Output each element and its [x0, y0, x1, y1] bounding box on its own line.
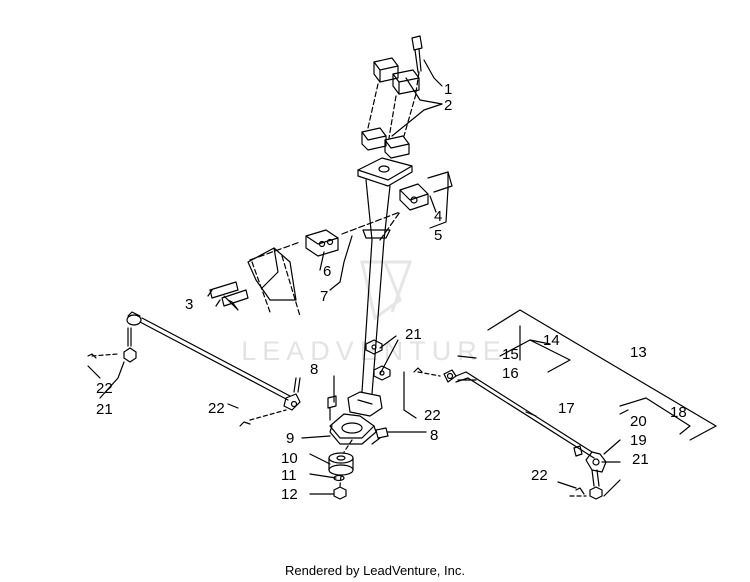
- part-upper-clamps: [361, 57, 420, 159]
- callout-21-left: 21: [96, 401, 113, 418]
- part-steering-column: [347, 157, 413, 417]
- callout-13: 13: [630, 344, 647, 361]
- callout-15: 15: [502, 346, 519, 363]
- part-cotter-pins-left: [87, 353, 251, 427]
- callout-21-right: 21: [632, 451, 649, 468]
- callout-19: 19: [630, 432, 647, 449]
- callout-6: 6: [323, 263, 331, 280]
- leader-lines: [87, 59, 621, 497]
- part-left-clamp: [305, 229, 339, 257]
- callout-4: 4: [434, 208, 442, 225]
- part-right-bracket: [399, 171, 453, 211]
- callout-20: 20: [630, 413, 647, 430]
- callout-labels: 1 2 3 4 5 6 7 8 8 9 10 11 12 13 14 15 16…: [96, 81, 687, 503]
- leader-dashes-bracket: [251, 255, 301, 317]
- watermark-logo-icon: [360, 260, 413, 321]
- part-bolt-top: [411, 35, 423, 73]
- callout-22-left: 22: [96, 380, 113, 397]
- callout-2: 2: [444, 97, 452, 114]
- callout-16: 16: [502, 365, 519, 382]
- callout-17: 17: [558, 400, 575, 417]
- callout-8-upper: 8: [310, 361, 318, 378]
- callout-3: 3: [185, 296, 193, 313]
- part-cotter-pins-right: [413, 367, 423, 373]
- callout-8-lower: 8: [430, 427, 438, 444]
- callout-9: 9: [286, 430, 294, 447]
- callout-7: 7: [320, 288, 328, 305]
- callout-22-center: 22: [208, 400, 225, 417]
- callout-10: 10: [281, 450, 298, 467]
- leader-dashes-left-rod: [91, 353, 287, 421]
- part-left-bracket: [207, 247, 297, 307]
- footer-credit: Rendered by LeadVenture, Inc.: [285, 563, 465, 578]
- part-nut-bottom: [333, 486, 347, 500]
- watermark: LEADVENTURE: [241, 260, 501, 366]
- leader-dashes-lower: [339, 439, 353, 487]
- callout-22-right-upper: 22: [424, 407, 441, 424]
- callout-1: 1: [444, 81, 452, 98]
- callout-5: 5: [434, 227, 442, 244]
- callout-18: 18: [670, 404, 687, 421]
- axis-line-bracket: [249, 211, 401, 261]
- bracket-lines: [487, 309, 717, 441]
- part-left-tie-rod: [123, 311, 301, 411]
- part-flange: [329, 413, 377, 445]
- leader-dashes-right-rod: [417, 371, 587, 497]
- callout-22-right-lower: 22: [531, 467, 548, 484]
- leader-dashes-clamps: [367, 71, 420, 139]
- part-right-tie-rod: [443, 369, 607, 500]
- part-bearing: [328, 452, 354, 476]
- part-bolt-lower: [327, 395, 389, 445]
- callout-21-column: 21: [405, 326, 422, 343]
- callout-14: 14: [543, 332, 560, 349]
- callout-11: 11: [281, 467, 297, 484]
- callout-12: 12: [281, 486, 298, 503]
